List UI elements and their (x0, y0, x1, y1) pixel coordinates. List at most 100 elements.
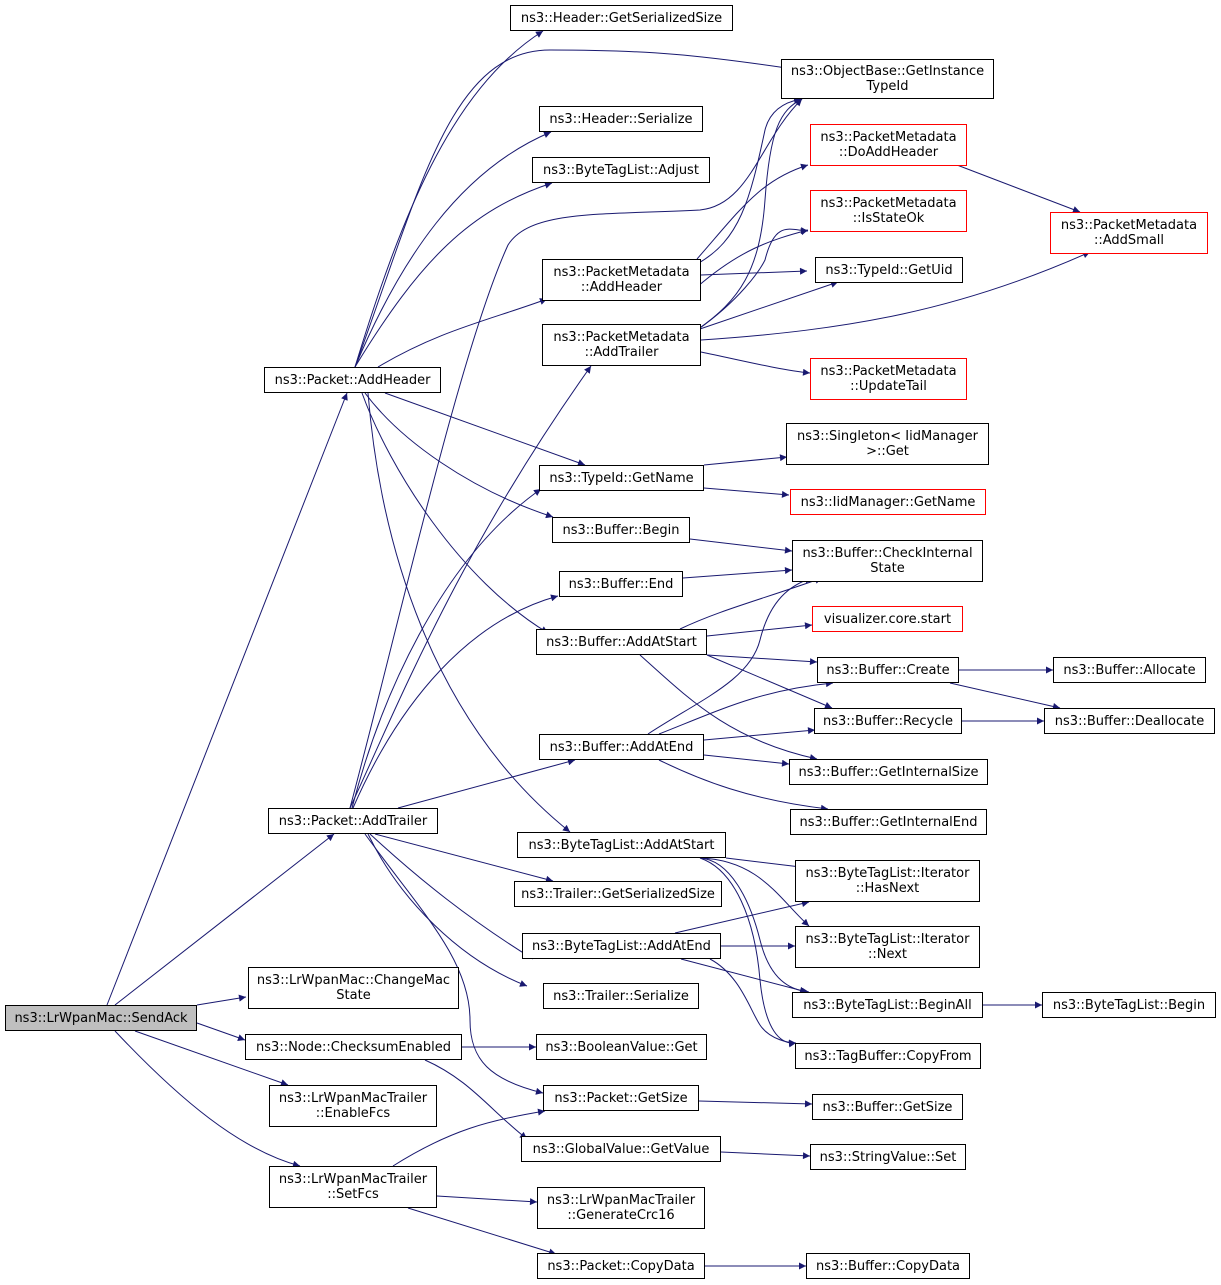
call-edge (436, 1195, 538, 1206)
call-edge (354, 131, 552, 368)
node-node-checksumenabled[interactable]: ns3::Node::ChecksumEnabled (245, 1034, 462, 1060)
node-buffer-begin[interactable]: ns3::Buffer::Begin (552, 517, 690, 543)
node-label: ::IsStateOk (852, 211, 925, 226)
call-edge (349, 365, 592, 809)
node-objectbase-getinstancetypeid[interactable]: ns3::ObjectBase::GetInstance TypeId (781, 59, 994, 99)
node-label: ns3::Packet::CopyData (547, 1258, 695, 1274)
node-buffer-deallocate[interactable]: ns3::Buffer::Deallocate (1044, 708, 1215, 734)
node-tagbuffer-copyfrom[interactable]: ns3::TagBuffer::CopyFrom (795, 1043, 981, 1069)
node-visualizer-core-start[interactable]: visualizer.core.start (812, 606, 963, 632)
node-buffer-getinternalsize[interactable]: ns3::Buffer::GetInternalSize (789, 759, 988, 785)
node-bytetaglist-iterator-hasnext[interactable]: ns3::ByteTagList::Iterator ::HasNext (795, 860, 980, 902)
call-edge (699, 857, 810, 995)
node-packet-copydata[interactable]: ns3::Packet::CopyData (537, 1253, 705, 1279)
call-edge (196, 994, 247, 1006)
call-edge (364, 833, 544, 1095)
node-lrwpanmactrailer-generatecrc16[interactable]: ns3::LrWpanMacTrailer ::GenerateCrc16 (537, 1187, 705, 1229)
node-label: ns3::Buffer::End (568, 576, 674, 592)
node-packetmetadata-addtrailer[interactable]: ns3::PacketMetadata ::AddTrailer (542, 324, 701, 366)
node-packetmetadata-updatetail[interactable]: ns3::PacketMetadata ::UpdateTail (810, 358, 967, 400)
node-packetmetadata-addheader[interactable]: ns3::PacketMetadata ::AddHeader (542, 259, 701, 301)
node-packetmetadata-isstateok[interactable]: ns3::PacketMetadata ::IsStateOk (810, 190, 967, 232)
node-lrwpanmac-sendack[interactable]: ns3::LrWpanMac::SendAck (5, 1005, 197, 1031)
node-label: ::AddTrailer (584, 345, 659, 360)
call-edge (674, 900, 810, 934)
node-label: ns3::Buffer::AddAtEnd (549, 739, 694, 755)
node-label: ::EnableFcs (315, 1106, 391, 1121)
node-label: ::HasNext (855, 881, 920, 896)
node-packet-addtrailer[interactable]: ns3::Packet::AddTrailer (268, 808, 438, 834)
call-edge (374, 833, 554, 883)
node-packetmetadata-doaddheader[interactable]: ns3::PacketMetadata ::DoAddHeader (810, 124, 967, 166)
node-buffer-copydata[interactable]: ns3::Buffer::CopyData (806, 1253, 970, 1279)
node-globalvalue-getvalue[interactable]: ns3::GlobalValue::GetValue (521, 1136, 721, 1162)
node-packet-addheader[interactable]: ns3::Packet::AddHeader (264, 367, 441, 393)
node-trailer-getserializedsize[interactable]: ns3::Trailer::GetSerializedSize (514, 881, 722, 907)
node-typeid-getuid[interactable]: ns3::TypeId::GetUid (815, 257, 963, 283)
node-buffer-create[interactable]: ns3::Buffer::Create (817, 657, 959, 683)
call-edge (689, 538, 793, 554)
node-buffer-getinternalend[interactable]: ns3::Buffer::GetInternalEnd (790, 809, 987, 835)
node-label: ::AddHeader (580, 280, 663, 295)
call-edge (647, 576, 813, 735)
node-booleanvalue-get[interactable]: ns3::BooleanValue::Get (536, 1034, 707, 1060)
call-edge (696, 227, 809, 331)
node-label: ns3::LrWpanMacTrailer (278, 1172, 428, 1187)
node-label: ns3::PacketMetadata (1060, 218, 1198, 233)
call-edge (361, 392, 549, 634)
node-label: ns3::StringValue::Set (819, 1149, 957, 1165)
node-bytetaglist-begin[interactable]: ns3::ByteTagList::Begin (1042, 992, 1216, 1018)
node-label: ns3::ByteTagList::Begin (1052, 997, 1206, 1013)
node-buffer-addatstart[interactable]: ns3::Buffer::AddAtStart (536, 629, 707, 655)
node-bytetaglist-iterator-next[interactable]: ns3::ByteTagList::Iterator ::Next (795, 926, 980, 968)
node-stringvalue-set[interactable]: ns3::StringValue::Set (810, 1144, 966, 1170)
call-edge (397, 758, 576, 809)
call-edge (106, 392, 348, 1006)
node-singleton-iidmanager-get[interactable]: ns3::Singleton< IidManager >::Get (786, 423, 989, 465)
call-edge (114, 1030, 301, 1168)
node-bytetaglist-beginall[interactable]: ns3::ByteTagList::BeginAll (792, 992, 983, 1018)
node-bytetaglist-adjust[interactable]: ns3::ByteTagList::Adjust (532, 157, 710, 183)
call-edge (679, 577, 823, 630)
node-bytetaglist-addatstart[interactable]: ns3::ByteTagList::AddAtStart (517, 832, 726, 858)
node-buffer-allocate[interactable]: ns3::Buffer::Allocate (1053, 657, 1206, 683)
node-label: ns3::ObjectBase::GetInstance (790, 64, 985, 79)
call-edge (384, 392, 586, 466)
call-edge (682, 567, 793, 579)
node-packet-getsize[interactable]: ns3::Packet::GetSize (543, 1085, 699, 1111)
node-iidmanager-getname[interactable]: ns3::IidManager::GetName (790, 489, 986, 515)
node-label: ns3::ByteTagList::BeginAll (803, 997, 972, 1013)
call-edge (696, 96, 802, 265)
node-label: State (336, 988, 371, 1003)
call-edge (680, 958, 808, 994)
node-packetmetadata-addsmall[interactable]: ns3::PacketMetadata ::AddSmall (1050, 212, 1208, 254)
call-edge (700, 267, 808, 276)
node-bytetaglist-addatend[interactable]: ns3::ByteTagList::AddAtEnd (522, 933, 721, 959)
call-edge (696, 98, 803, 331)
node-lrwpanmac-changemacstate[interactable]: ns3::LrWpanMac::ChangeMac State (248, 967, 459, 1009)
call-edge (706, 654, 818, 666)
node-label: ns3::Buffer::AddAtStart (546, 634, 697, 650)
node-label: ns3::PacketMetadata (820, 364, 957, 379)
call-edge (703, 754, 790, 767)
node-trailer-serialize[interactable]: ns3::Trailer::Serialize (543, 983, 699, 1009)
node-buffer-recycle[interactable]: ns3::Buffer::Recycle (814, 708, 962, 734)
node-typeid-getname[interactable]: ns3::TypeId::GetName (539, 465, 704, 491)
node-lrwpanmactrailer-setfcs[interactable]: ns3::LrWpanMacTrailer ::SetFcs (269, 1166, 437, 1208)
node-label: ns3::Buffer::CheckInternal (802, 546, 973, 561)
node-buffer-getsize[interactable]: ns3::Buffer::GetSize (812, 1094, 963, 1120)
node-label: ns3::Packet::AddHeader (274, 372, 431, 388)
call-edge (706, 622, 813, 637)
node-buffer-addatend[interactable]: ns3::Buffer::AddAtEnd (539, 734, 704, 760)
node-label: ::AddSmall (1093, 233, 1165, 248)
node-buffer-checkinternalstate[interactable]: ns3::Buffer::CheckInternal State (792, 540, 983, 582)
node-header-serialize[interactable]: ns3::Header::Serialize (539, 106, 703, 132)
node-lrwpanmactrailer-enablefcs[interactable]: ns3::LrWpanMacTrailer ::EnableFcs (269, 1085, 437, 1127)
node-header-getserializedsize[interactable]: ns3::Header::GetSerializedSize (510, 5, 733, 31)
call-edge (134, 1030, 289, 1086)
call-edge (720, 1151, 811, 1160)
call-edge (949, 682, 1061, 710)
node-buffer-end[interactable]: ns3::Buffer::End (559, 571, 683, 597)
node-label: ns3::Buffer::Allocate (1063, 662, 1196, 678)
